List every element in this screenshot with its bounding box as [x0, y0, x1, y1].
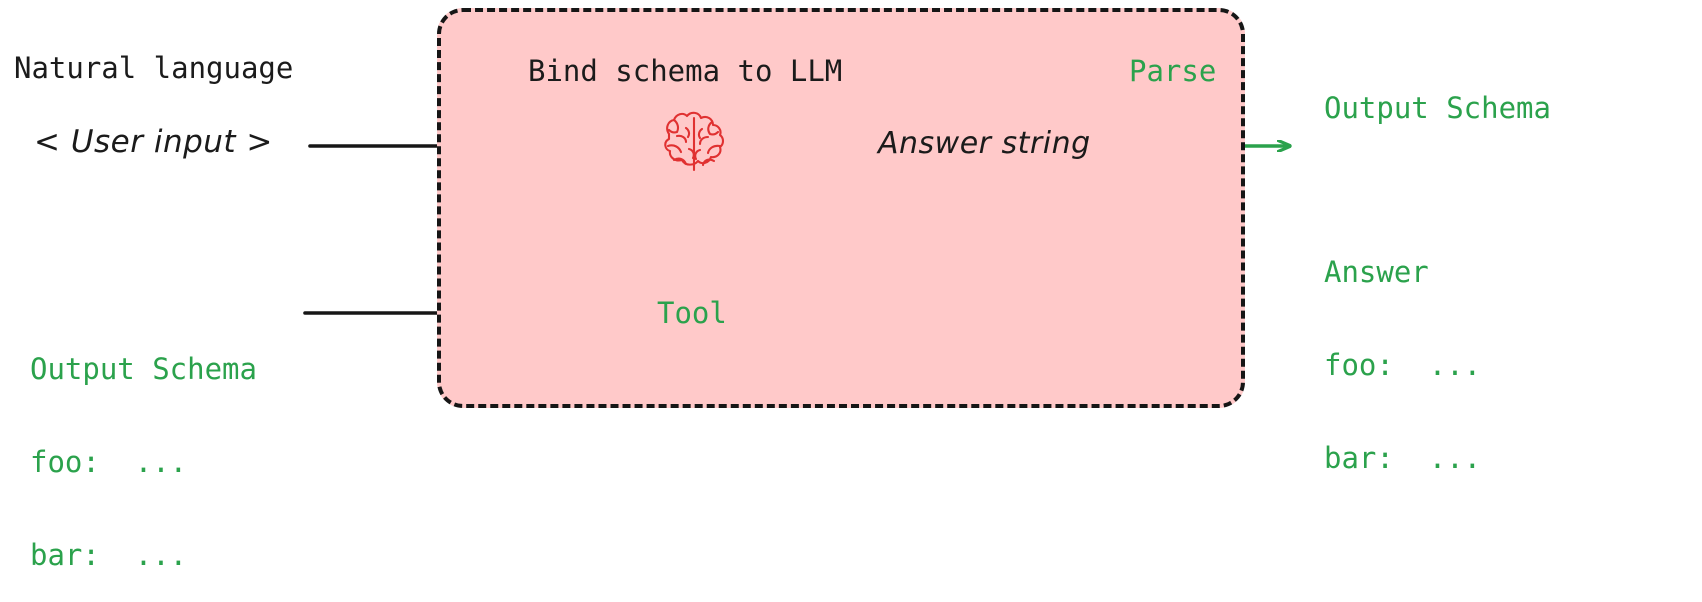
output-schema-block: Output Schema Answer foo: ... bar: ...: [1324, 33, 1551, 505]
input-schema-field-foo: foo: ...: [30, 445, 188, 479]
natural-language-heading: Natural language: [14, 51, 294, 85]
input-schema-field-bar: bar: ...: [30, 538, 188, 572]
answer-string-label: Answer string: [878, 126, 1091, 161]
input-schema-title: Output Schema: [30, 352, 257, 386]
output-schema-title: Output Schema: [1324, 91, 1551, 125]
tool-label: Tool: [657, 296, 727, 330]
output-schema-spacer: [1324, 184, 1551, 197]
output-schema-field-foo: foo: ...: [1324, 348, 1482, 382]
brain-icon: [664, 111, 725, 172]
llm-container-box: [437, 8, 1245, 408]
input-output-schema-block: Output Schema foo: ... bar: ...: [30, 294, 257, 602]
output-answer-label: Answer: [1324, 255, 1429, 289]
parse-label: Parse: [1129, 54, 1217, 88]
output-schema-field-bar: bar: ...: [1324, 441, 1482, 475]
bind-schema-label: Bind schema to LLM: [528, 54, 843, 88]
user-input-label: < User input >: [34, 124, 273, 160]
